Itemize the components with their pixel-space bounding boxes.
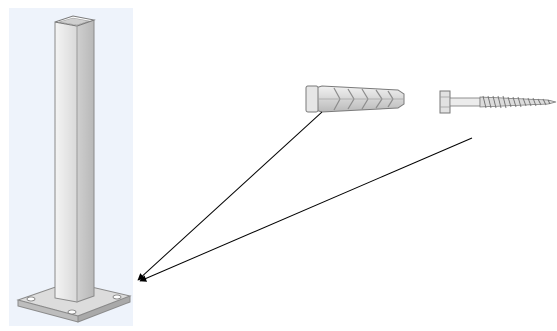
arrow-wall-plug-to-plate <box>137 111 323 281</box>
plate-hole <box>112 294 122 300</box>
hex-lag-screw <box>439 90 557 114</box>
post-side-face <box>76 19 95 303</box>
arrow-screw-to-plate <box>139 137 473 282</box>
plate-hole <box>67 309 77 315</box>
wall-plug <box>305 85 405 113</box>
screw-shank <box>449 97 481 107</box>
plug-collar <box>305 85 319 113</box>
post-front-face <box>54 21 78 303</box>
screw-hex-head <box>439 90 451 114</box>
callout-arrows <box>137 111 473 282</box>
post-with-base-plate <box>16 15 132 323</box>
plate-hole <box>26 296 36 302</box>
